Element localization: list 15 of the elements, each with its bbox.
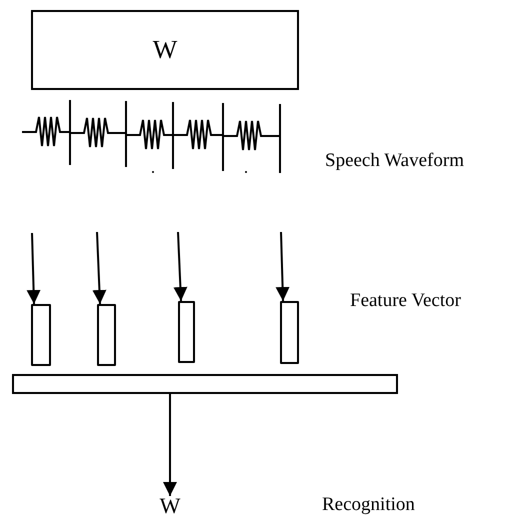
feature-vector-box <box>97 304 116 366</box>
stage-label: Speech Waveform <box>325 150 464 172</box>
output-word: W <box>158 496 182 516</box>
arrow <box>173 232 188 302</box>
stage-label: Feature Vector <box>350 290 461 312</box>
stage-label: Recognition <box>322 494 415 516</box>
arrow <box>276 232 290 302</box>
feature-vector-box <box>31 304 51 366</box>
arrow <box>92 232 106 304</box>
word-box: W <box>31 10 299 90</box>
feature-vector-box <box>280 301 299 364</box>
recognizer-bar <box>12 374 398 394</box>
arrow <box>163 394 177 496</box>
arrow <box>26 232 41 304</box>
feature-vector-box <box>178 301 195 363</box>
